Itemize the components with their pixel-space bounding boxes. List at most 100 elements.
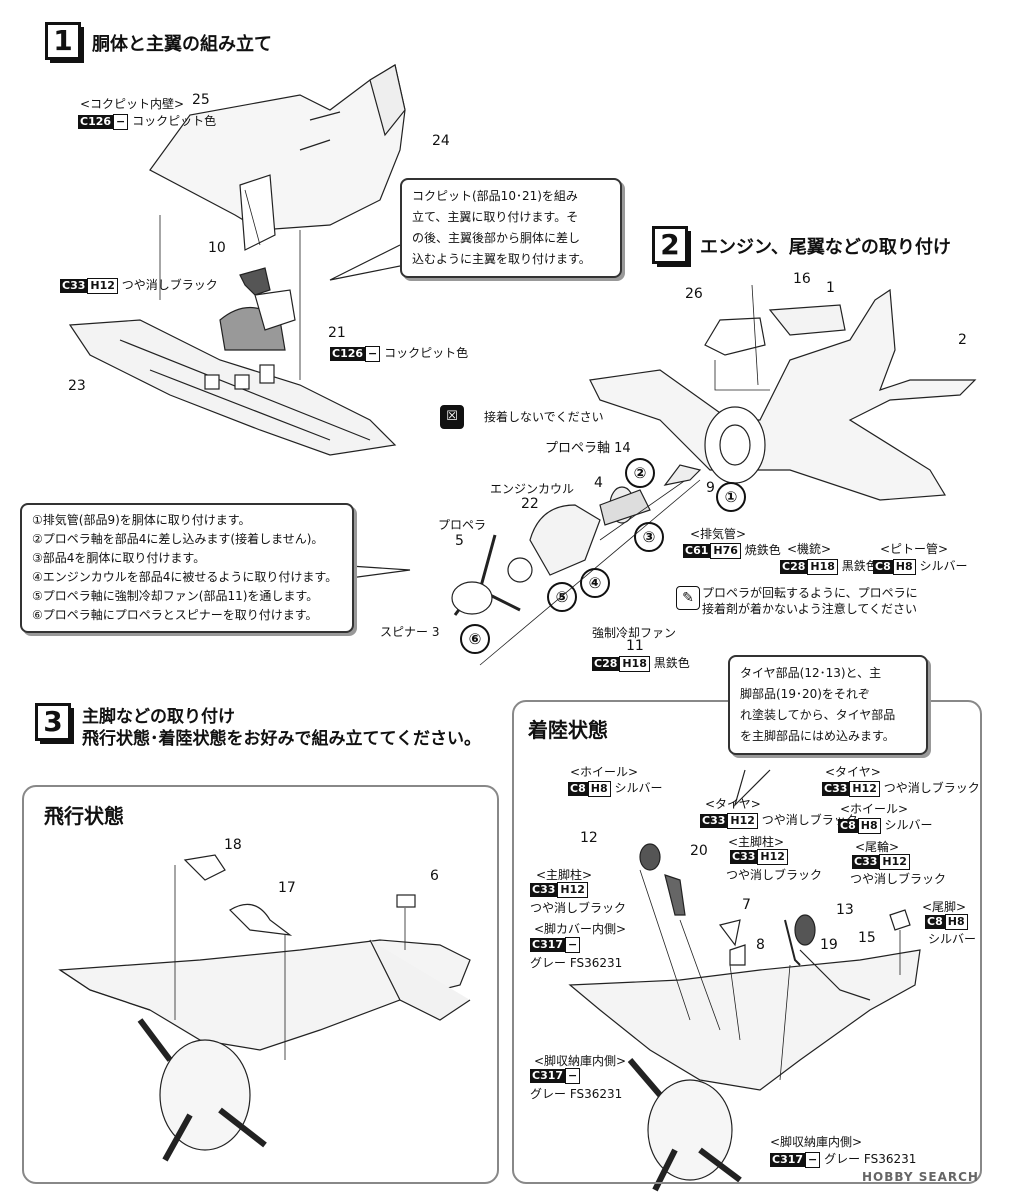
callout-line: 込むように主翼を取り付けます。 xyxy=(412,252,591,266)
main-strut-label: <主脚柱> xyxy=(728,835,785,849)
bay-paint-1: C317− xyxy=(530,1068,581,1084)
order-mark-2: ② xyxy=(625,458,655,488)
cockpit-wall-label: <コクピット内壁> xyxy=(80,97,185,111)
tire-label: <タイヤ> xyxy=(705,797,761,811)
part-8: 8 xyxy=(756,937,765,953)
part-1: 1 xyxy=(826,280,835,296)
paint-code: − xyxy=(565,937,581,953)
paint-code: − xyxy=(113,114,129,130)
paint-name: 黒鉄色 xyxy=(653,656,690,670)
paint-code: H12 xyxy=(727,813,758,829)
paint-code: H12 xyxy=(879,854,910,870)
paint-code: H76 xyxy=(710,543,741,559)
paint-name: つや消しブラック xyxy=(121,278,218,292)
part-21-paint: C126− コックピット色 xyxy=(330,344,468,362)
part-19: 19 xyxy=(820,937,838,953)
tire-label-right: <タイヤ> xyxy=(825,765,881,779)
glue-tube-icon: ✎ xyxy=(676,586,700,610)
step-line: ⑤プロペラ軸に強制冷却ファン(部品11)を通します。 xyxy=(32,589,319,603)
order-mark-6: ⑥ xyxy=(460,624,490,654)
paint-code: H8 xyxy=(857,818,881,834)
glue-note: プロペラが回転するように、プロペラに 接着剤が着かないよう注意してください xyxy=(702,585,918,617)
callout-line: 脚部品(19･20)をそれぞ xyxy=(740,687,870,701)
flight-title: 飛行状態 xyxy=(44,804,124,828)
paint-name: 黒鉄色 xyxy=(841,559,878,573)
main-strut-paint-left-name: つや消しブラック xyxy=(530,901,627,915)
paint-code: H8 xyxy=(892,559,916,575)
paint-code: C126 xyxy=(330,347,366,361)
propeller-label: プロペラ xyxy=(438,518,487,532)
callout-line: タイヤ部品(12･13)と、主 xyxy=(740,666,882,680)
gear-cover-paint-name: グレー FS36231 xyxy=(530,956,623,970)
part-4: 4 xyxy=(594,475,603,491)
paint-code: H8 xyxy=(587,781,611,797)
part-15: 15 xyxy=(858,930,876,946)
paint-code: H12 xyxy=(849,781,880,797)
order-mark-4: ④ xyxy=(580,568,610,598)
step1-number: 1 xyxy=(45,22,84,63)
bay-label-1: <脚収納庫内側> xyxy=(534,1054,627,1068)
part-26: 26 xyxy=(685,286,703,302)
gun-label: <機銃> xyxy=(787,542,832,556)
gear-cover-label: <脚カバー内側> xyxy=(534,922,627,936)
part-13: 13 xyxy=(836,902,854,918)
glue-note-line: プロペラが回転するように、プロペラに xyxy=(702,586,918,600)
step3-title: 主脚などの取り付け xyxy=(82,707,235,727)
no-glue-icon: ☒ xyxy=(440,405,464,429)
paint-code: C28 xyxy=(780,560,808,574)
glue-note-line: 接着剤が着かないよう注意してください xyxy=(702,602,918,616)
part-16: 16 xyxy=(793,271,811,287)
wheel-label-right: <ホイール> xyxy=(840,802,909,816)
gear-cover-paint: C317− xyxy=(530,937,581,953)
step2-number: 2 xyxy=(652,226,691,267)
order-mark-1: ① xyxy=(716,482,746,512)
landing-callout: タイヤ部品(12･13)と、主 脚部品(19･20)をそれぞ れ塗装してから、タ… xyxy=(728,655,928,755)
watermark: HOBBY SEARCH xyxy=(862,1170,979,1184)
paint-name: 焼鉄色 xyxy=(744,543,781,557)
paint-name: コックピット色 xyxy=(132,114,217,128)
part-20: 20 xyxy=(690,843,708,859)
paint-code: C28 xyxy=(592,657,620,671)
part-25: 25 xyxy=(192,92,210,108)
prop-shaft-label: プロペラ軸 14 xyxy=(545,441,631,456)
paint-code: C61 xyxy=(683,544,711,558)
callout-line: れ塗装してから、タイヤ部品 xyxy=(740,708,896,722)
part-5: 5 xyxy=(455,533,464,549)
part-10: 10 xyxy=(208,240,226,256)
cockpit-wall-paint: C126− コックピット色 xyxy=(78,112,216,130)
no-glue-text: 接着しないでください xyxy=(484,410,604,424)
paint-code: C33 xyxy=(822,782,850,796)
paint-code: − xyxy=(365,346,381,362)
paint-code: C8 xyxy=(925,915,945,929)
cooling-fan-label: 強制冷却ファン xyxy=(592,626,677,640)
paint-code: C33 xyxy=(730,850,758,864)
step-line: ②プロペラ軸を部品4に差し込みます(接着しません)。 xyxy=(32,532,324,546)
step-line: ④エンジンカウルを部品4に被せるように取り付けます。 xyxy=(32,570,338,584)
step-line: ①排気管(部品9)を胴体に取り付けます。 xyxy=(32,513,251,527)
part-2: 2 xyxy=(958,332,967,348)
flight-panel xyxy=(22,785,499,1184)
part-11: 11 xyxy=(626,638,644,654)
paint-code: C33 xyxy=(530,883,558,897)
spinner-label: スピナー 3 xyxy=(380,625,440,639)
bay-paint-1-name: グレー FS36231 xyxy=(530,1087,623,1101)
paint-code: C8 xyxy=(873,560,893,574)
paint-code: H18 xyxy=(619,656,650,672)
paint-code: C126 xyxy=(78,115,114,129)
main-strut-label-left: <主脚柱> xyxy=(536,868,593,882)
step-line: ⑥プロペラ軸にプロペラとスピナーを取り付けます。 xyxy=(32,608,318,622)
callout-line: の後、主翼後部から胴体に差し xyxy=(412,231,581,245)
paint-name: シルバー xyxy=(614,781,663,795)
paint-code: C317 xyxy=(770,1153,806,1167)
tailleg-label: <尾脚> xyxy=(922,900,967,914)
bay-label-2: <脚収納庫内側> xyxy=(770,1135,863,1149)
paint-code: C8 xyxy=(568,782,588,796)
order-mark-3: ③ xyxy=(634,522,664,552)
